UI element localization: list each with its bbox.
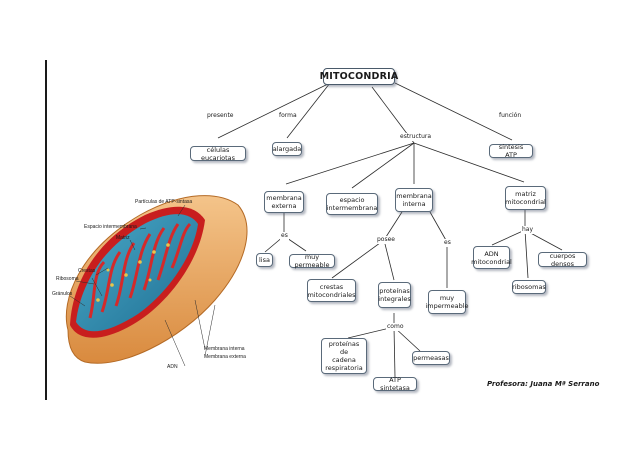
- node-lisa: lisa: [256, 253, 273, 267]
- node-ribosomas: ribosomas: [512, 280, 546, 294]
- node-membrana-externa: membrana externa: [264, 191, 304, 213]
- node-alargada: alargada: [272, 142, 302, 156]
- link-es-2: es: [443, 239, 452, 247]
- node-adn-mitocondrial: ADN mitocondrial: [471, 246, 512, 269]
- node-membrana-interna: membrana interna: [395, 188, 433, 212]
- label-ribosome: Ribosoma: [56, 276, 79, 282]
- node-proteinas-integrales: proteínas integrales: [378, 282, 411, 308]
- label-outer-membrane: Membrana externa: [204, 354, 246, 360]
- mito-cut-section: [70, 206, 205, 338]
- label-matrix: Matriz: [116, 235, 130, 241]
- left-divider-line: [45, 60, 47, 400]
- node-crestas-mitocondriales: crestas mitocondriales: [307, 279, 356, 302]
- node-muy-permeable: muy permeable: [289, 253, 335, 269]
- teacher-credit: Profesora: Juana Mª Serrano: [487, 380, 600, 388]
- node-matriz-mitocondrial: matriz mitocondrial: [505, 186, 546, 210]
- link-funcion: función: [498, 112, 523, 120]
- label-dna: ADN: [167, 364, 178, 370]
- node-atp-sintetasa: ATP sintetasa: [373, 376, 417, 392]
- link-como: como: [386, 323, 405, 331]
- label-intermembrane-space: Espacio intermembrana: [84, 224, 137, 230]
- link-estructura: estructura: [399, 133, 433, 141]
- node-permeasas: permeasas: [412, 351, 450, 365]
- label-inner-membrane: Membrana interna: [204, 346, 245, 352]
- node-muy-impermeable: muy impermeable: [425, 290, 469, 314]
- title-mitocondria-box: MITOCONDRIA: [320, 68, 398, 85]
- link-forma: forma: [278, 112, 298, 120]
- link-hay: hay: [521, 226, 535, 234]
- node-sintesis-atp: síntesis ATP: [489, 143, 533, 159]
- node-espacio-intermembrana: espacio intermembrana: [326, 193, 378, 215]
- node-proteinas-cadena-respiratoria: proteínas de cadena respiratoria: [321, 338, 367, 374]
- label-granules: Gránulos: [52, 291, 73, 297]
- link-posee: posee: [376, 236, 396, 244]
- node-celulas-eucariotas: células eucariotas: [190, 146, 246, 162]
- link-presente: presente: [206, 112, 235, 120]
- label-crests: Crestas: [78, 268, 96, 274]
- node-cuerpos-densos: cuerpos densos: [538, 252, 587, 268]
- link-es-1: es: [280, 232, 289, 240]
- label-atp-sintasa-particles: Partículas de ATP-sintasa: [135, 199, 193, 205]
